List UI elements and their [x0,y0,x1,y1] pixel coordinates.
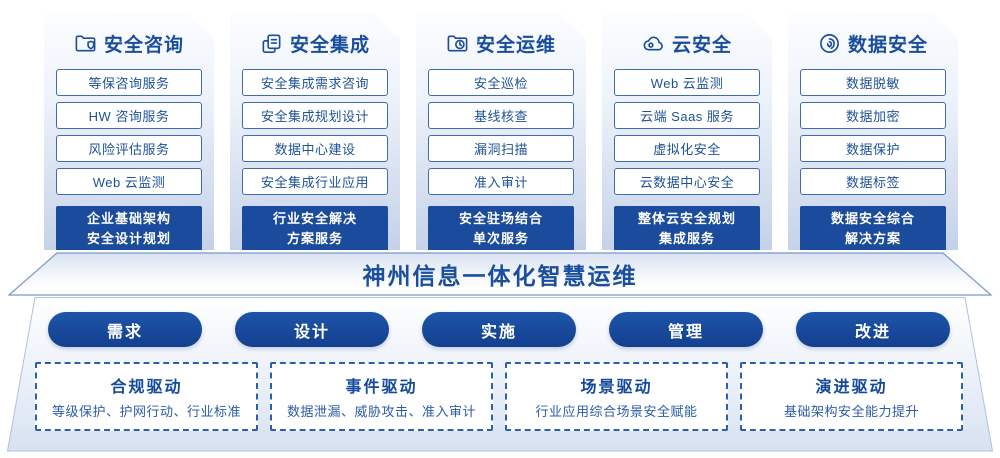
driver-box-incident: 事件驱动 数据泄漏、威胁攻击、准入审计 [270,362,493,431]
service-item: 数据加密 [800,102,946,129]
pill-label: 需求 [106,323,143,341]
service-item: 安全集成行业应用 [242,168,388,195]
highlight-line: 安全驻场结合 [458,211,543,226]
service-item: 安全集成规划设计 [242,102,388,129]
service-item: Web 云监测 [614,69,760,96]
pill-label: 设计 [293,323,330,341]
process-pill-management: 管理 [609,312,763,347]
column-security-operations: 安全运维 安全巡检 基线核查 漏洞扫描 准入审计 安全驻场结合 单次服务 [416,14,586,250]
column-header: 安全集成 [242,30,388,56]
highlight-line: 数据安全综合 [830,211,915,226]
highlight-line: 方案服务 [286,230,343,246]
column-highlight: 整体云安全规划 集成服务 [614,206,760,251]
banner-title: 神州信息一体化智慧运维 [362,263,638,289]
driver-desc: 数据泄漏、威胁攻击、准入审计 [286,404,476,419]
process-pill-improvement: 改进 [796,312,950,347]
service-item: 安全集成需求咨询 [242,69,388,96]
cloud-icon [642,32,665,55]
service-item: 准入审计 [428,168,574,195]
driver-box-evolution: 演进驱动 基础架构安全能力提升 [740,362,963,431]
pill-label: 管理 [667,323,704,341]
column-title: 数据安全 [847,34,928,56]
highlight-line: 解决方案 [844,230,901,246]
column-title: 安全集成 [289,34,370,56]
column-data-security: 数据安全 数据脱敏 数据加密 数据保护 数据标签 数据安全综合 解决方案 [788,14,958,250]
column-security-integration: 安全集成 安全集成需求咨询 安全集成规划设计 数据中心建设 安全集成行业应用 行… [230,14,400,250]
column-title: 安全运维 [475,34,556,56]
column-highlight: 安全驻场结合 单次服务 [428,206,574,251]
folder-clock-icon [446,32,469,55]
driver-box-scenario: 场景驱动 行业应用综合场景安全赋能 [505,362,728,431]
driver-title: 事件驱动 [345,379,418,396]
highlight-line: 集成服务 [658,230,715,246]
documents-icon [260,32,283,55]
driver-title: 演进驱动 [815,379,888,396]
service-item: 云数据中心安全 [614,168,760,195]
column-security-consulting: 安全咨询 等保咨询服务 HW 咨询服务 风险评估服务 Web 云监测 企业基础架… [44,14,214,250]
banner: 神州信息一体化智慧运维 [0,252,1000,296]
column-highlight: 数据安全综合 解决方案 [800,206,946,251]
service-item: 等保咨询服务 [56,69,202,96]
column-header: 数据安全 [800,30,946,56]
service-item: 风险评估服务 [56,135,202,162]
highlight-line: 行业安全解决 [272,211,357,226]
service-item: 数据标签 [800,168,946,195]
service-item: Web 云监测 [56,168,202,195]
service-item: 基线核查 [428,102,574,129]
service-item: 数据保护 [800,135,946,162]
column-highlight: 行业安全解决 方案服务 [242,206,388,251]
service-item: 安全巡检 [428,69,574,96]
driver-desc: 基础架构安全能力提升 [783,404,919,419]
driver-desc: 行业应用综合场景安全赋能 [535,404,698,419]
service-item: 虚拟化安全 [614,135,760,162]
service-item: 数据中心建设 [242,135,388,162]
process-pill-design: 设计 [235,312,389,347]
column-header: 安全运维 [428,30,574,56]
column-highlight: 企业基础架构 安全设计规划 [56,206,202,251]
column-cloud-security: 云安全 Web 云监测 云端 Saas 服务 虚拟化安全 云数据中心安全 整体云… [602,14,772,250]
column-header: 安全咨询 [56,30,202,56]
driver-box-compliance: 合规驱动 等级保护、护网行动、行业标准 [35,362,258,431]
service-columns: 安全咨询 等保咨询服务 HW 咨询服务 风险评估服务 Web 云监测 企业基础架… [44,14,958,250]
process-pill-requirement: 需求 [48,312,202,347]
service-item: HW 咨询服务 [56,102,202,129]
column-title: 云安全 [671,34,732,56]
pill-label: 实施 [480,323,517,341]
pill-label: 改进 [854,323,891,341]
highlight-line: 单次服务 [472,230,529,246]
fingerprint-icon [818,32,841,55]
service-item: 云端 Saas 服务 [614,102,760,129]
highlight-line: 企业基础架构 [86,211,171,226]
driver-title: 合规驱动 [110,379,183,396]
highlight-line: 安全设计规划 [86,230,171,246]
column-title: 安全咨询 [103,34,184,56]
folder-shield-icon [74,32,97,55]
process-pill-implementation: 实施 [422,312,576,347]
banner-trapezoid-shape [7,252,993,296]
service-item: 数据脱敏 [800,69,946,96]
driver-title: 场景驱动 [580,379,653,396]
highlight-line: 整体云安全规划 [637,211,736,226]
column-header: 云安全 [614,30,760,56]
service-item: 漏洞扫描 [428,135,574,162]
driver-desc: 等级保护、护网行动、行业标准 [51,404,241,419]
